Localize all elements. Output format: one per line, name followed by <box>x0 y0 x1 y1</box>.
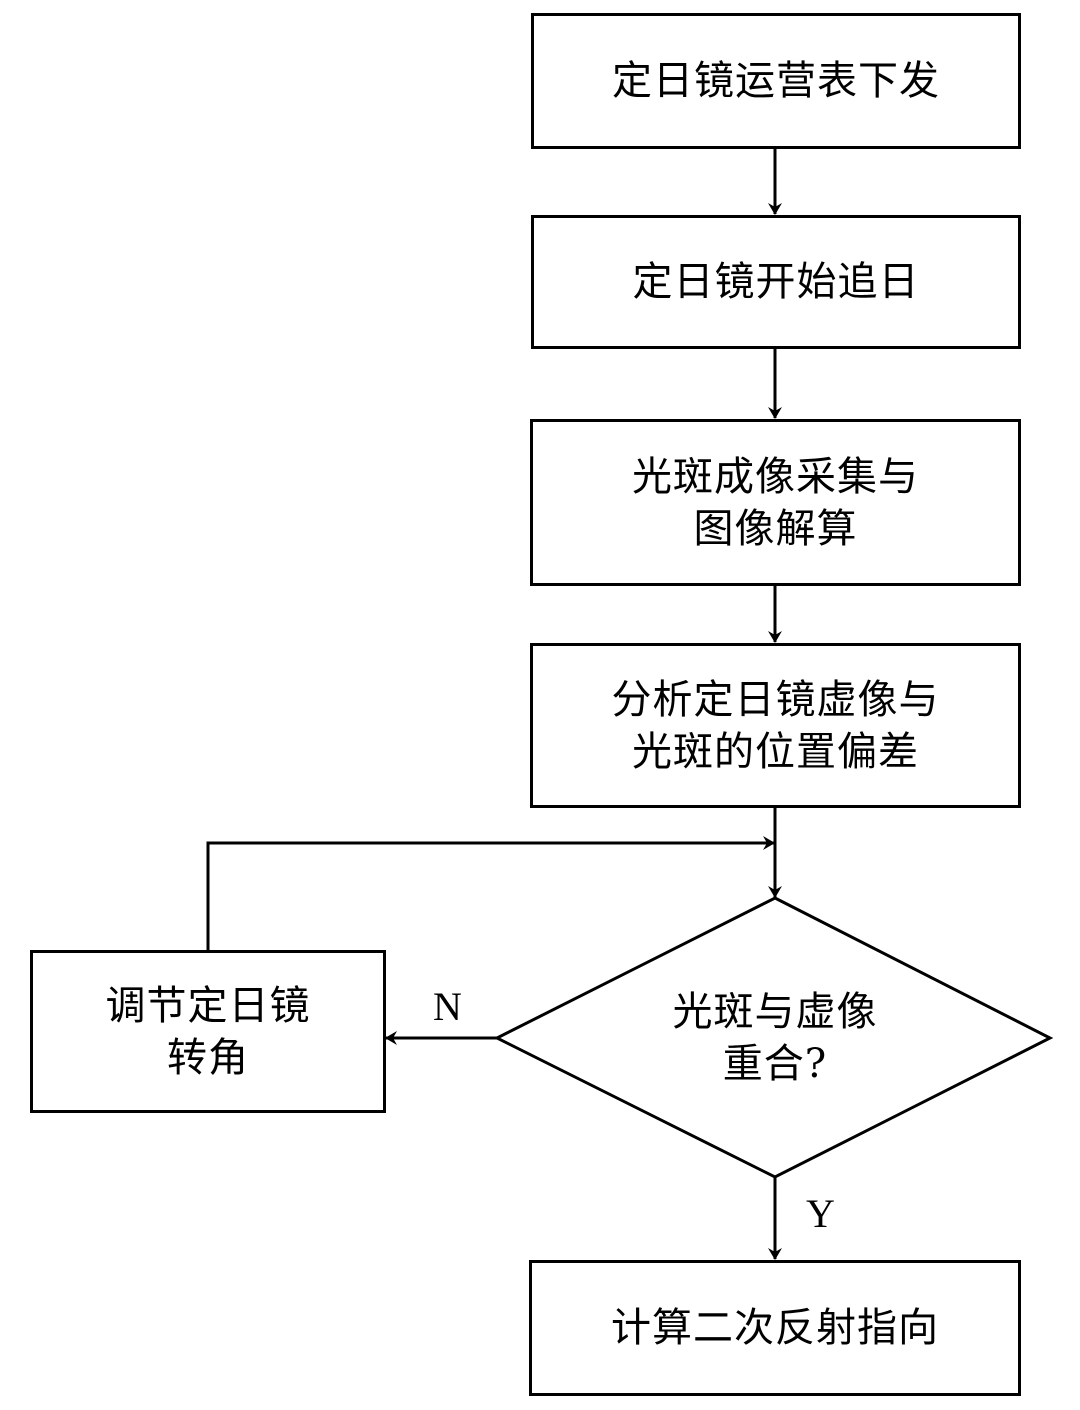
node-issue-schedule-text: 定日镜运营表下发 <box>612 58 940 104</box>
node-issue-schedule: 定日镜运营表下发 <box>531 13 1021 149</box>
node-analyze-deviation-text: 分析定日镜虚像与 光斑的位置偏差 <box>611 676 940 775</box>
node-coincide-decision-text: 光斑与虚像 重合? <box>672 989 878 1087</box>
node-image-capture: 光斑成像采集与 图像解算 <box>530 419 1021 586</box>
node-compute-pointing: 计算二次反射指向 <box>529 1260 1021 1396</box>
decision-diamond <box>493 896 1054 1179</box>
node-start-tracking-text: 定日镜开始追日 <box>632 259 920 305</box>
node-start-tracking: 定日镜开始追日 <box>531 215 1021 349</box>
node-adjust-angle-text: 调节定日镜 转角 <box>105 982 311 1081</box>
branch-label-no: N <box>433 984 462 1029</box>
node-analyze-deviation: 分析定日镜虚像与 光斑的位置偏差 <box>530 643 1021 808</box>
node-image-capture-text: 光斑成像采集与 图像解算 <box>632 453 919 552</box>
edge-adjust-loop-back <box>206 836 775 950</box>
branch-label-yes: Y <box>806 1191 835 1236</box>
node-adjust-angle: 调节定日镜 转角 <box>30 950 386 1113</box>
node-compute-pointing-text: 计算二次反射指向 <box>611 1305 939 1351</box>
